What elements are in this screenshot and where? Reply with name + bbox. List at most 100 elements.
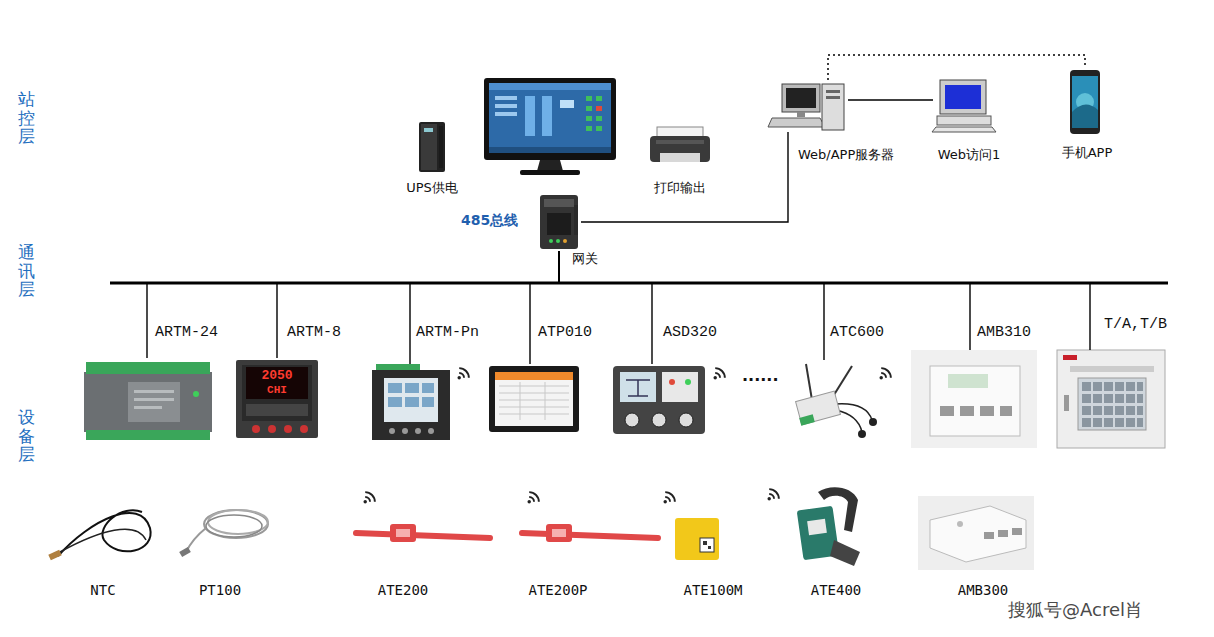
- artm-pn-meter: [372, 364, 450, 440]
- asd320-controller: [679, 413, 693, 427]
- amb310-gateway-module: [960, 406, 974, 416]
- ta-tb-cabinet: [1126, 382, 1135, 391]
- ate400-sensor: [830, 540, 860, 566]
- wireless-symbol: [768, 489, 779, 500]
- artm-pn-meter: [428, 428, 434, 434]
- artm-pn-meter: [372, 370, 450, 440]
- amb310-gateway-module: [930, 366, 1020, 436]
- web-pc-icon: [932, 127, 996, 132]
- gateway-icon: [549, 239, 553, 243]
- printer-icon: [650, 136, 710, 162]
- amb310-gateway-module: [980, 406, 994, 416]
- ta-tb-cabinet: [1137, 418, 1143, 427]
- atp010-touchscreen: [499, 407, 569, 408]
- ate100m-sensor: [675, 518, 719, 560]
- bus-wire: [848, 99, 933, 100]
- device-label: ATE100M: [683, 582, 742, 599]
- amb310-gateway-module: [911, 350, 1037, 448]
- server-pc-icon: [768, 118, 825, 127]
- phone-icon: [1072, 76, 1098, 128]
- artm-24-module: [84, 372, 212, 432]
- device-label: ATE200: [378, 582, 429, 599]
- pt100-sensor: [179, 547, 191, 557]
- bus-wire: [530, 251, 559, 364]
- monitor-icon: [542, 96, 552, 136]
- asd320-controller: [685, 379, 691, 385]
- wireless-symbol: [880, 368, 891, 379]
- ups-node: UPS供电: [417, 120, 447, 174]
- monitor-icon: [520, 170, 580, 175]
- ta-tb-cabinet: [1115, 394, 1124, 403]
- display-reading: CHI: [267, 384, 287, 396]
- artm-pn-meter: [405, 383, 419, 393]
- atp010-touchscreen: [489, 366, 579, 432]
- ate100m-sensor: [675, 518, 719, 560]
- artm-8-meter: [284, 425, 292, 433]
- gateway-icon: [540, 195, 578, 249]
- phone-icon: [1070, 70, 1100, 134]
- device-label: AMB300: [958, 582, 1009, 599]
- bus-wire: [559, 251, 652, 364]
- sensor-node: ATE100M: [672, 515, 722, 563]
- device-label: ARTM-24: [155, 324, 218, 342]
- device-label: 打印输出: [654, 180, 706, 196]
- device-label: ATE200P: [528, 582, 587, 599]
- amb300-module: [957, 521, 963, 527]
- wireless-symbol: [364, 368, 891, 503]
- atp010-touchscreen: [545, 382, 546, 420]
- ups-icon: [424, 128, 433, 132]
- ate400-sensor: [807, 519, 827, 535]
- field-device: ATP010: [487, 364, 581, 434]
- phone-icon: [1072, 104, 1098, 128]
- ta-tb-cabinet: [1078, 378, 1146, 430]
- device-label: AMB310: [977, 324, 1031, 342]
- monitor-icon: [560, 100, 574, 108]
- monitor-icon: [596, 126, 602, 131]
- artm-24-module: [86, 362, 210, 374]
- artm-24-module: [84, 362, 212, 440]
- monitor-icon: [596, 116, 602, 121]
- asd320-controller: [613, 366, 705, 434]
- ate200p-sensor: [552, 529, 566, 537]
- device-label: UPS供电: [406, 180, 458, 196]
- web-client-node: Web访问1: [933, 78, 997, 132]
- artm-8-meter: [236, 360, 318, 438]
- asd320-controller: [662, 372, 698, 402]
- artm-pn-meter: [384, 378, 438, 422]
- bus-wire: [559, 251, 970, 350]
- server-pc-icon: [822, 84, 844, 130]
- gateway-icon: [547, 213, 571, 235]
- wireless-symbol: [364, 492, 375, 503]
- monitor-icon: [489, 83, 611, 153]
- web-pc-icon: [932, 80, 996, 132]
- ta-tb-cabinet: [1070, 366, 1154, 372]
- ate100m-sensor: [700, 538, 714, 552]
- bus-wire: [410, 251, 559, 364]
- artm-8-meter: [236, 360, 318, 438]
- bus-wire: [559, 251, 824, 360]
- ta-tb-cabinet: [1093, 406, 1102, 415]
- ntc-sensor: [48, 510, 150, 560]
- artm-pn-meter: [405, 397, 419, 407]
- ta-tb-cabinet: [1064, 395, 1069, 411]
- atp010-touchscreen: [520, 382, 521, 420]
- ellipsis-label: ......: [742, 366, 778, 385]
- device-label: 手机APP: [1062, 145, 1113, 161]
- atc600-wireless-receiver: [869, 418, 877, 426]
- ntc-sensor: [48, 550, 61, 561]
- monitor-icon: [596, 96, 602, 101]
- sensor-node: PT100: [178, 490, 270, 562]
- ta-tb-cabinet: [1093, 418, 1102, 427]
- monitor-icon: [495, 112, 517, 116]
- asd320-controller: [626, 380, 650, 396]
- sensor-node: AMB300: [918, 496, 1034, 570]
- artm-pn-meter: [422, 397, 434, 407]
- asd320-controller: [669, 379, 675, 385]
- ups-icon: [419, 122, 445, 172]
- field-device: ARTM-Pn: [370, 364, 452, 442]
- atc600-wireless-receiver: [796, 364, 877, 438]
- bus-wire: [581, 132, 788, 222]
- amb300-module: [1012, 528, 1022, 535]
